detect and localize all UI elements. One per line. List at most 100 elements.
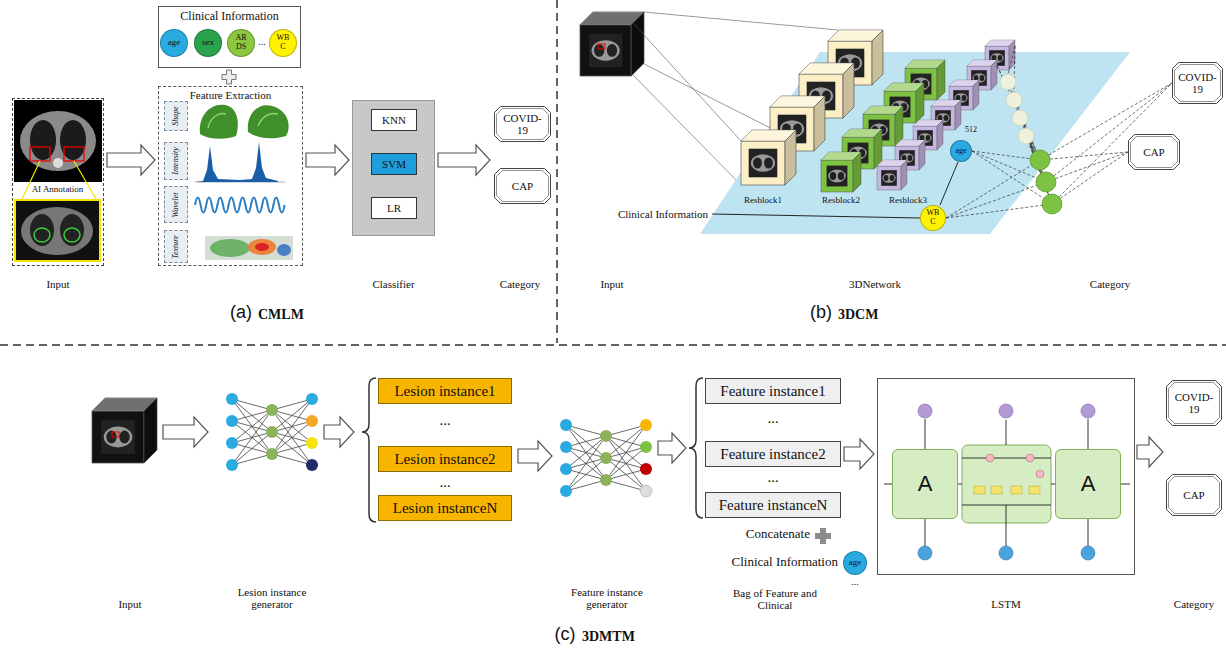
- classifier-option: SVM: [371, 153, 417, 175]
- block-arrow: [844, 439, 874, 469]
- ellipsis: ...: [847, 576, 863, 587]
- node-text: Lesion instanceN: [393, 500, 498, 517]
- column-label: Lesion instance generator: [222, 586, 322, 610]
- octagon-outline: [495, 107, 551, 142]
- classifier-option: LR: [371, 197, 417, 219]
- feature-tag: Wavelet: [164, 186, 188, 223]
- feature-tag: Intensity: [164, 142, 188, 180]
- input-label: Clinical Information: [600, 208, 708, 220]
- panel-letter: (b): [806, 303, 836, 323]
- lstm-cell: A: [892, 449, 958, 519]
- node-text: A: [918, 472, 933, 496]
- feature-box: Feature instanceN: [705, 492, 841, 518]
- column-label: Input: [100, 598, 160, 610]
- clinical-circle: age: [950, 140, 972, 162]
- node-text: Wavelet: [172, 192, 181, 217]
- category-box: CAP: [494, 168, 551, 204]
- panel-title: 3DMTM: [582, 629, 652, 644]
- ellipsis: ...: [753, 469, 793, 486]
- column-label: Input: [582, 278, 642, 290]
- block-arrow: [107, 145, 155, 175]
- node-text: AR DS: [233, 34, 249, 52]
- column-label: Feature instance generator: [557, 586, 657, 610]
- node-text: COVID-19: [1173, 391, 1215, 415]
- octagon-outline: [497, 171, 549, 202]
- node-text: COVID-19: [502, 112, 544, 136]
- node-text: COVID-19: [1177, 71, 1219, 95]
- node-text: age: [849, 558, 862, 568]
- node-text: Texture: [172, 235, 181, 258]
- octagon-outline: [495, 169, 551, 204]
- column-label: Category: [488, 278, 552, 290]
- ellipsis: ...: [753, 410, 793, 427]
- category-box: CAP: [1166, 474, 1222, 516]
- node-text: Clinical Information: [159, 10, 300, 23]
- octagon-outline: [1167, 381, 1222, 426]
- octagon-outline: [1169, 477, 1220, 514]
- node-text: SVM: [382, 158, 406, 170]
- clinical-box: Clinical Information age sex AR DS WB C: [158, 6, 301, 68]
- column-label: Bag of Feature and Clinical: [720, 587, 830, 611]
- node-text: CAP: [1143, 146, 1164, 158]
- node-text: age: [168, 38, 181, 48]
- node-text: Feature Extraction: [159, 89, 302, 101]
- input-panel: InputAI Annotation: [12, 98, 104, 266]
- node-text: WB C: [275, 34, 291, 52]
- category-box: COVID-19: [1166, 380, 1222, 426]
- panel-letter: (a): [226, 303, 256, 323]
- dimension-label: 512: [965, 126, 989, 135]
- node-text: WB C: [926, 209, 940, 227]
- node-text: CAP: [1183, 489, 1204, 501]
- octagon-outline: [1129, 135, 1180, 170]
- feature-panel: Feature ExtractionShapeIntensityWaveletT…: [158, 86, 303, 266]
- node-text: Shape: [172, 106, 181, 126]
- panel-title: 3DCM: [838, 307, 898, 322]
- column-label: 3DNetwork: [835, 278, 915, 290]
- node-text: Feature instance2: [720, 446, 825, 463]
- column-label: Category: [1163, 598, 1225, 610]
- annotation-box: AI Annotation: [14, 199, 101, 262]
- node-text: LR: [387, 202, 401, 214]
- lstm-panel: LSTMAA: [877, 378, 1135, 575]
- lesion-box: Lesion instance2: [378, 446, 512, 472]
- classifier-option: KNN: [371, 109, 417, 131]
- category-box: COVID-19: [494, 106, 551, 142]
- column-label: Category: [1078, 278, 1142, 290]
- clinical-circle: age: [160, 29, 188, 57]
- lstm-cell: A: [1055, 449, 1121, 519]
- feature-tag: Shape: [164, 101, 188, 131]
- category-box: COVID-19: [1172, 62, 1223, 104]
- node-text: LSTM: [878, 598, 1134, 610]
- input-label: Clinical Information: [680, 555, 838, 569]
- node-text: Input: [13, 278, 103, 290]
- node-text: Lesion instance2: [394, 451, 495, 468]
- octagon-outline: [1131, 137, 1178, 168]
- octagon-outline: [1175, 65, 1221, 102]
- operation-label: Concatenate: [700, 527, 810, 541]
- node-text: Classifier: [333, 278, 454, 290]
- ellipsis: ...: [253, 36, 271, 47]
- clinical-circle: sex: [194, 29, 222, 57]
- lesion-box: Lesion instanceN: [378, 495, 512, 521]
- node-text: Feature instance1: [720, 383, 825, 400]
- feature-box: Feature instance1: [705, 378, 841, 404]
- feature-tag: Texture: [164, 230, 188, 263]
- ellipsis: ...: [425, 412, 465, 429]
- lesion-box: Lesion instance1: [378, 378, 512, 404]
- octagon-outline: [497, 109, 549, 140]
- block-label: Resblock3: [880, 196, 936, 206]
- ellipsis: ...: [425, 474, 465, 491]
- classifier-box: ClassifierKNNSVMLR: [352, 100, 435, 236]
- node-text: AI Annotation: [10, 185, 105, 195]
- clinical-circle: WB C: [920, 205, 946, 231]
- panel-title: CMLM: [258, 307, 318, 322]
- node-text: A: [1081, 472, 1096, 496]
- panel-letter: (c): [550, 625, 580, 645]
- node-text: KNN: [382, 114, 406, 126]
- node-text: CAP: [512, 180, 533, 192]
- clinical-circle: AR DS: [227, 29, 255, 57]
- block-label: Resblock1: [735, 196, 791, 206]
